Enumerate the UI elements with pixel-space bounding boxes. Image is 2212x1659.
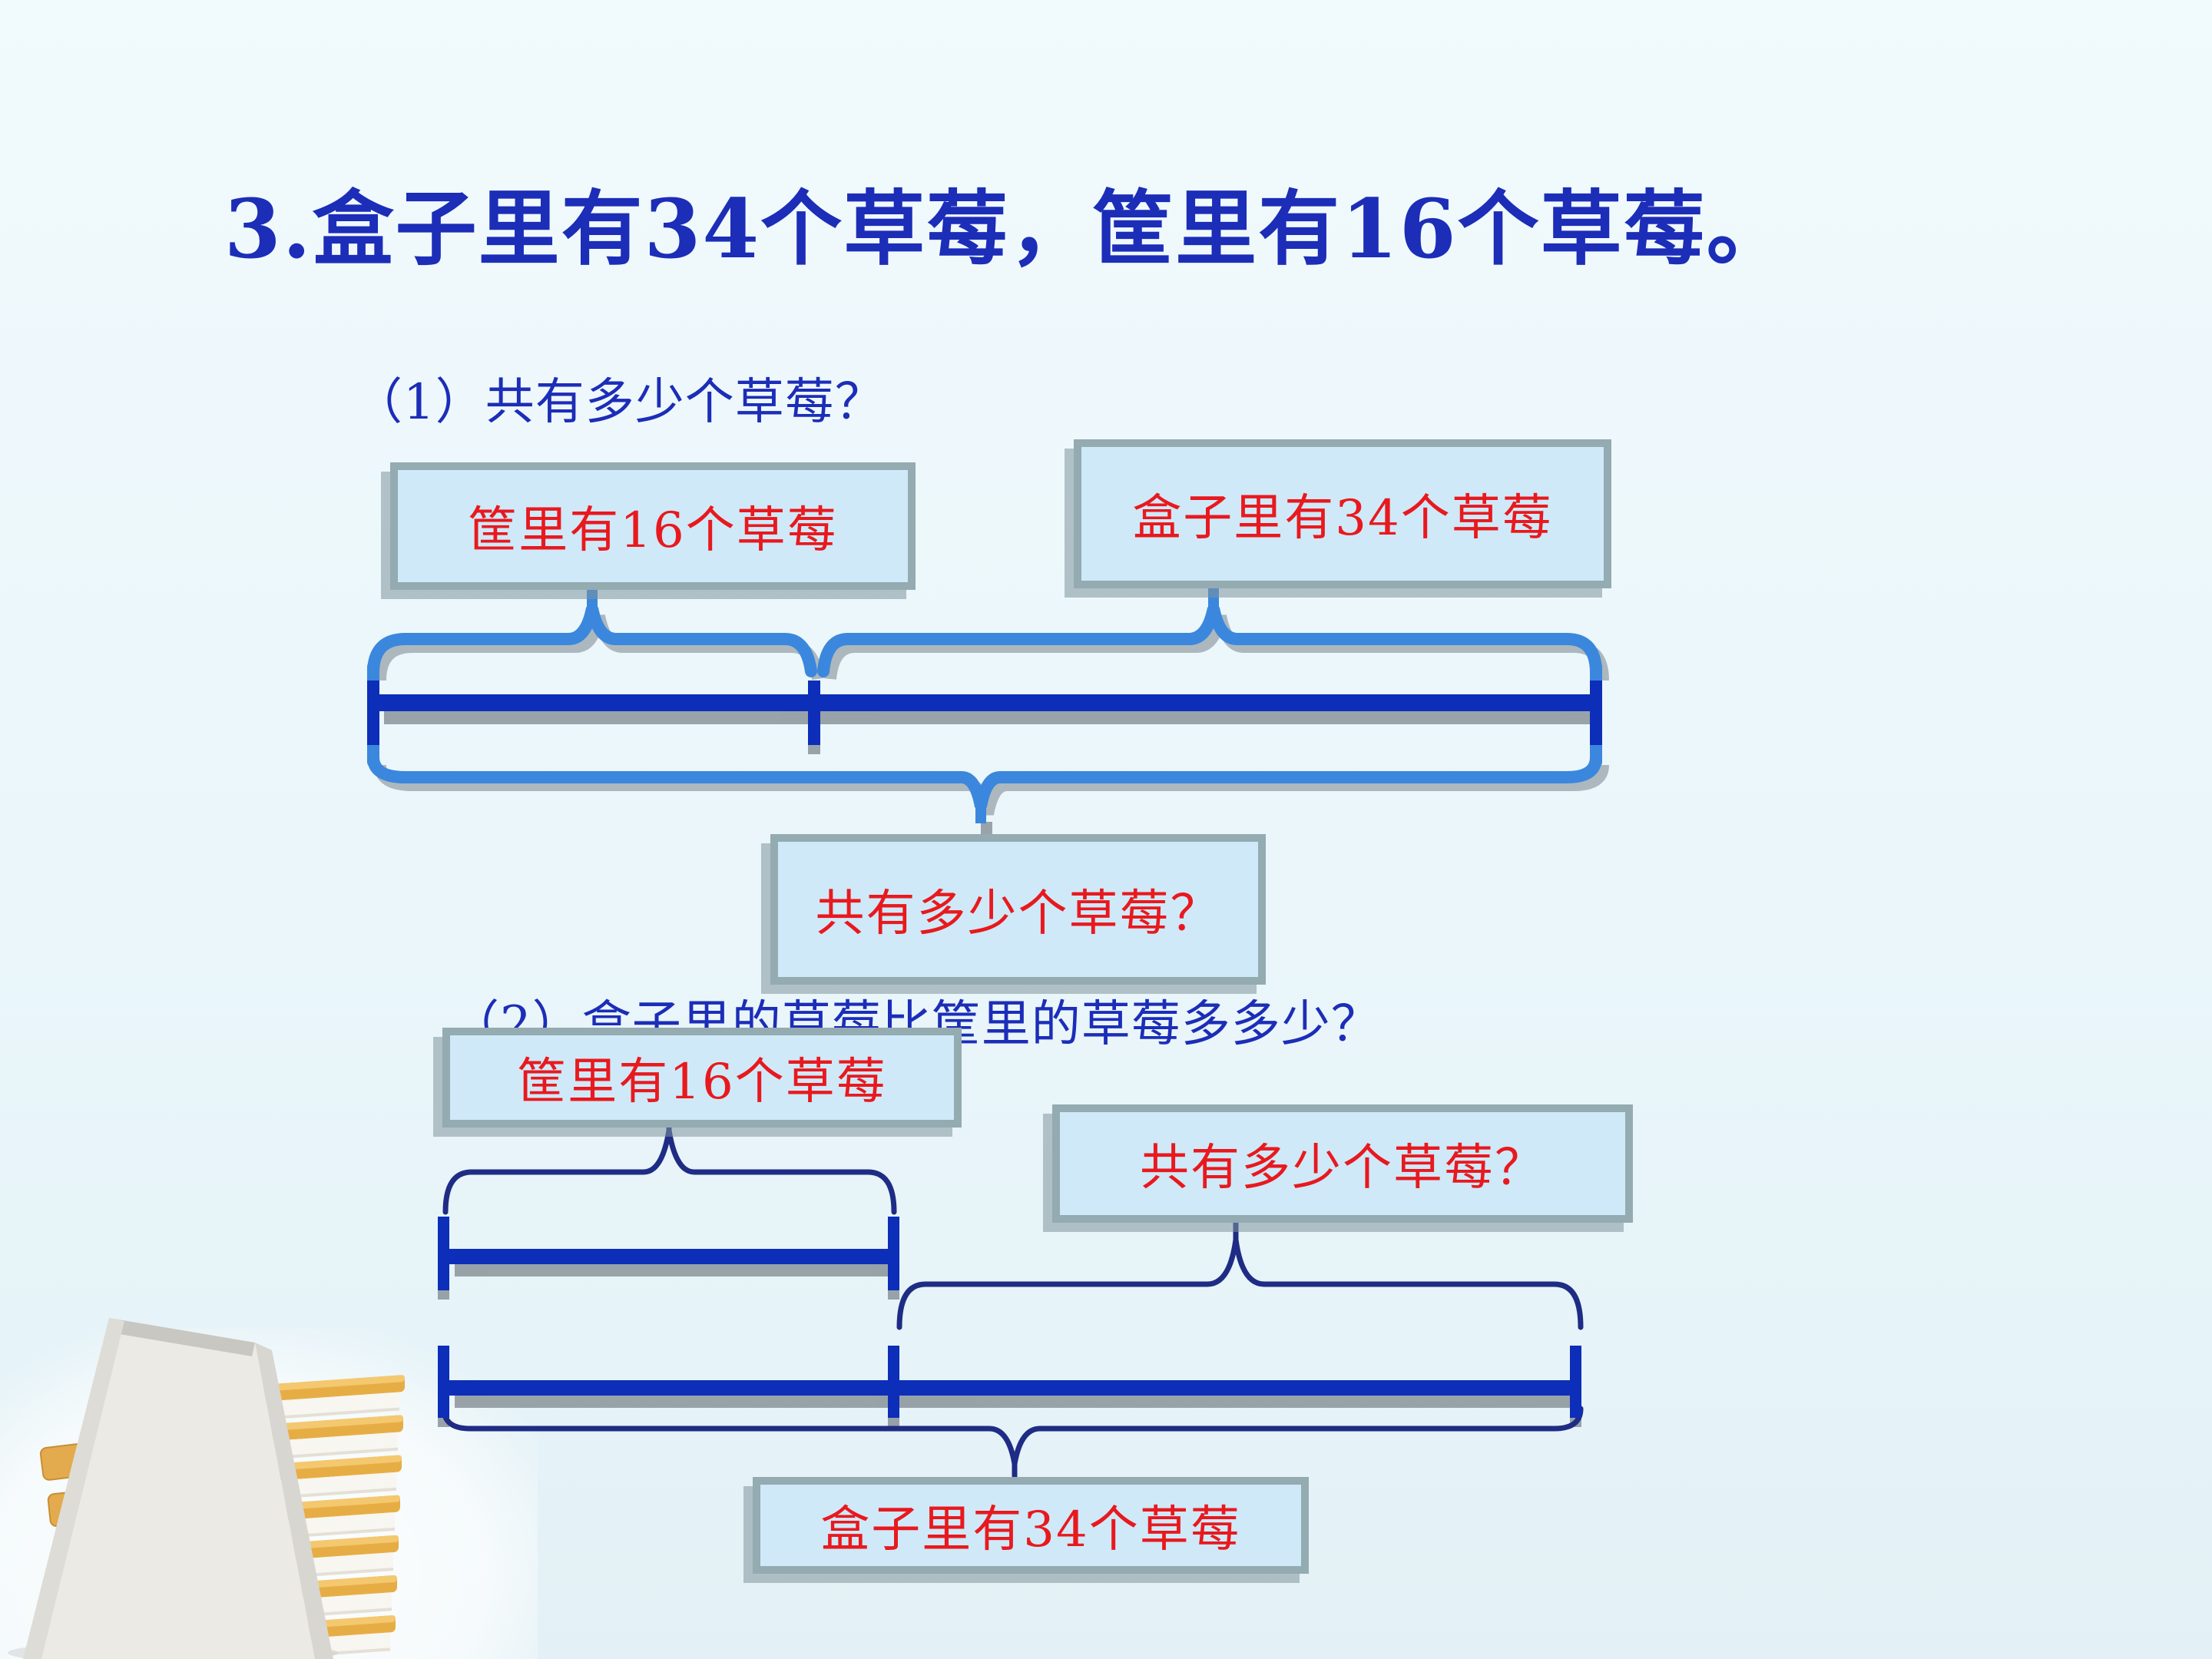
bar-cap-left: [367, 680, 379, 745]
diagram1-box-label: 盒子里有34个草莓: [1132, 490, 1553, 547]
diagram2-difference-label-box: 共有多少个草莓？: [1052, 1104, 1633, 1223]
bar-box2-cap-right: [1570, 1346, 1581, 1418]
bar-cap-divider: [808, 680, 820, 745]
bar-box2-cap-middle: [888, 1346, 899, 1418]
diagram1-box-label-box: 盒子里有34个草莓: [1074, 439, 1611, 588]
diagram1-bar: [367, 680, 1602, 745]
diagram2-bar-shadow: [438, 1264, 1581, 1427]
diagram2-difference-label: 共有多少个草莓？: [1140, 1140, 1545, 1197]
diagram1-graphic: [367, 585, 1609, 836]
brace-over-difference: [896, 1239, 1584, 1330]
bar-box2: [444, 1380, 1576, 1396]
bar-basket2-cap-left: [438, 1217, 449, 1290]
question-1: （1）共有多少个草莓？: [353, 374, 885, 431]
diagram2-graphic: [438, 1123, 1584, 1479]
diagram2-basket-label-box: 筐里有16个草莓: [442, 1028, 962, 1128]
white-book: [8, 1318, 338, 1659]
bar-box2-cap-left: [438, 1346, 449, 1418]
brace-under-box2: [441, 1406, 1584, 1465]
bar-basket2-cap-right: [888, 1217, 899, 1290]
diagram2-basket-label: 筐里有16个草莓: [517, 1054, 887, 1111]
bar-basket2: [444, 1249, 893, 1264]
bar-cap-right: [1590, 680, 1602, 745]
diagram2-box-label: 盒子里有34个草莓: [820, 1502, 1241, 1558]
diagram2-box-label-box: 盒子里有34个草莓: [753, 1477, 1309, 1574]
page-title: 3.盒子里有34个草莓，筐里有16个草莓。: [224, 180, 1790, 276]
brace-under-total: [367, 751, 1602, 808]
diagram1-connectors: [587, 585, 1219, 823]
diagram1-total-label: 共有多少个草莓？: [815, 886, 1221, 942]
diagram1-total-label-box: 共有多少个草莓？: [770, 834, 1266, 985]
diagram2-bars: [438, 1217, 1581, 1418]
diagram1-basket-label-box: 筐里有16个草莓: [390, 462, 916, 590]
bar-total: [373, 694, 1596, 711]
diagram1-basket-label: 筐里有16个草莓: [468, 502, 838, 559]
books-stack-image: [0, 1318, 538, 1659]
diagram2-braces: [441, 1123, 1584, 1479]
